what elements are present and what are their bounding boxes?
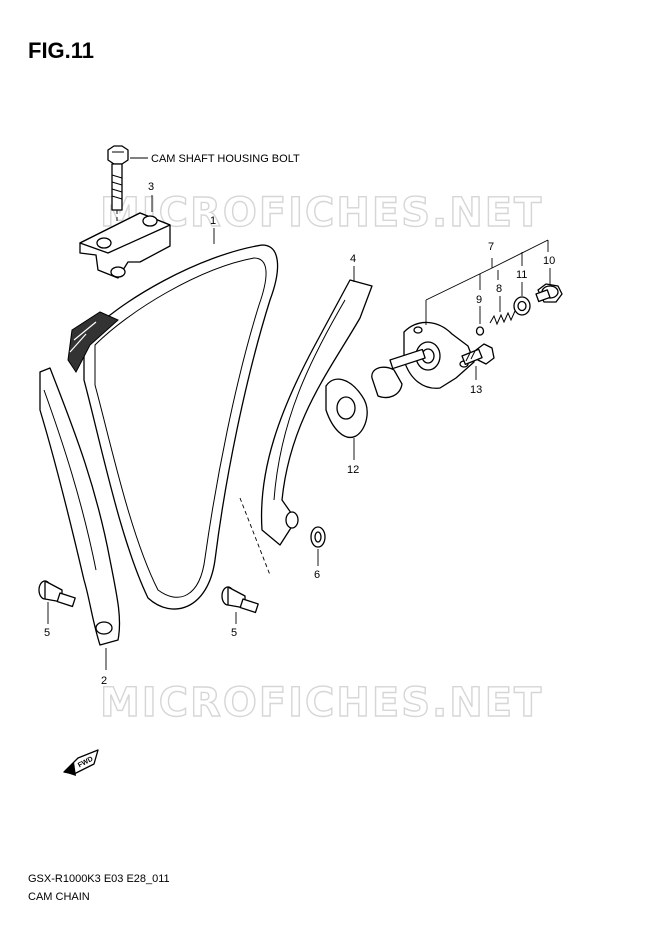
footer-model-code: GSX-R1000K3 E03 E28_011 xyxy=(28,873,170,885)
part-5-guide-bolt-right xyxy=(221,497,271,624)
callout-4: 4 xyxy=(350,253,356,265)
callout-10: 10 xyxy=(543,255,555,267)
part-4-chain-tensioner-guide xyxy=(260,266,373,546)
part-3-chain-guide-bracket xyxy=(79,195,171,279)
callout-13: 13 xyxy=(470,384,482,396)
callout-12: 12 xyxy=(347,464,359,476)
callout-6: 6 xyxy=(314,569,320,581)
callout-1: 1 xyxy=(210,215,216,227)
part-2-chain-guide-left xyxy=(39,367,121,670)
part-5-guide-bolt-left xyxy=(38,580,76,624)
callout-7: 7 xyxy=(488,241,494,253)
part-8-spring xyxy=(489,270,516,326)
callout-5-right: 5 xyxy=(231,627,237,639)
part-10-tensioner-cap-bolt xyxy=(535,268,563,303)
forward-direction-arrow: FWD xyxy=(63,749,99,776)
callout-3: 3 xyxy=(148,181,154,193)
figure-title: FIG.11 xyxy=(28,38,95,63)
callout-5-left: 5 xyxy=(44,627,50,639)
callout-2: 2 xyxy=(101,675,107,687)
part-1-cam-chain xyxy=(67,228,279,610)
part-13-tensioner-bolt xyxy=(461,343,495,380)
callout-11: 11 xyxy=(516,269,527,281)
part-9-o-ring xyxy=(475,274,485,336)
footer-section-title: CAM CHAIN xyxy=(28,891,90,903)
part-11-gasket-washer xyxy=(513,252,531,316)
callout-9: 9 xyxy=(476,294,482,306)
cam-shaft-housing-bolt xyxy=(107,145,148,272)
callout-8: 8 xyxy=(496,283,502,295)
part-12-tensioner-gasket xyxy=(325,378,368,460)
part-6-washer xyxy=(310,526,326,566)
watermark-top: MICROFICHES.NET xyxy=(100,190,543,236)
watermark-bottom: MICROFICHES.NET xyxy=(100,680,543,726)
callout-cam-shaft-housing-bolt: CAM SHAFT HOUSING BOLT xyxy=(151,153,300,165)
part-7-cam-chain-tensioner xyxy=(371,239,549,399)
